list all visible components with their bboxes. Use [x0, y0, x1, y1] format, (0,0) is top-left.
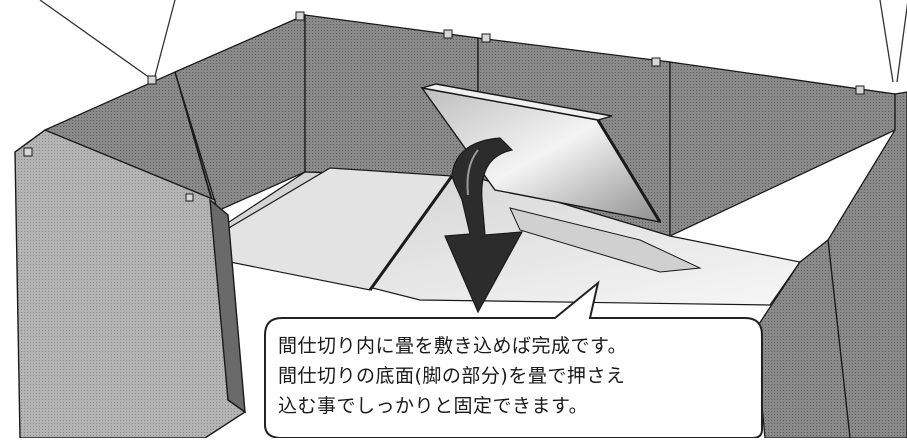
- panel-clips: [23, 11, 865, 202]
- caption-text: 間仕切り内に畳を敷き込めば完成です。 間仕切りの底面(脚の部分)を畳で押さえ 込…: [278, 331, 738, 421]
- caption-line-1: 間仕切り内に畳を敷き込めば完成です。: [278, 335, 628, 357]
- right-wall: [754, 91, 907, 439]
- caption-line-2: 間仕切りの底面(脚の部分)を畳で押さえ: [278, 365, 626, 387]
- down-arrow-icon: [444, 137, 524, 314]
- tatami-mat: [420, 83, 662, 223]
- caption-line-3: 込む事でしっかりと固定できます。: [278, 395, 589, 417]
